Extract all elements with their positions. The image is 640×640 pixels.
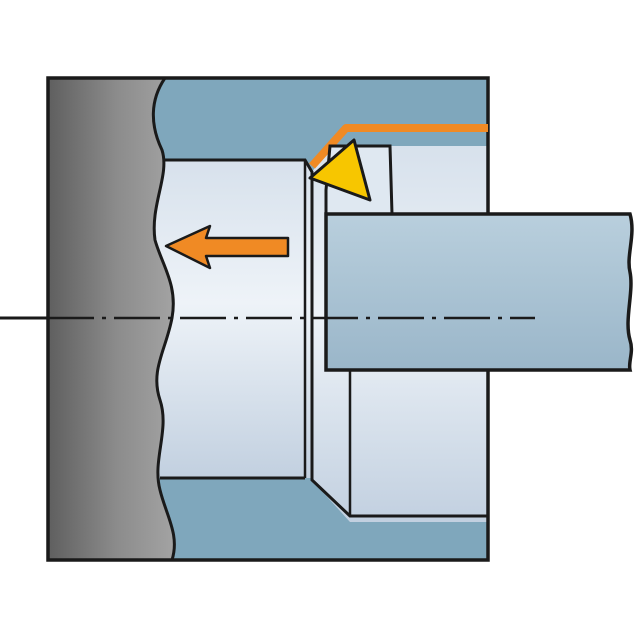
triangular-insert — [308, 138, 372, 202]
boring-bar — [324, 212, 634, 372]
bore-contour — [160, 158, 488, 518]
chuck-face — [48, 78, 175, 560]
feed-arrow-icon — [164, 224, 290, 270]
cutting-path — [309, 124, 488, 169]
